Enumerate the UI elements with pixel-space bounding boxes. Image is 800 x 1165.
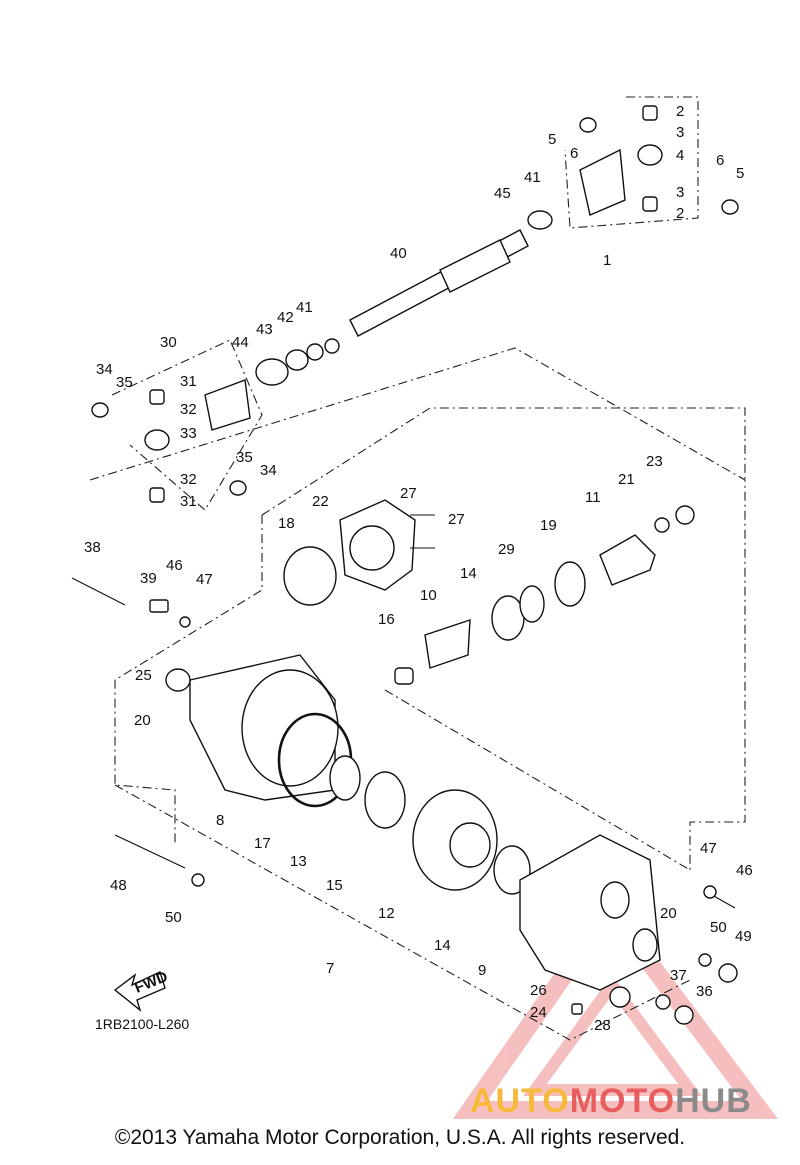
callout-number: 40 — [390, 245, 407, 262]
callout-number: 41 — [524, 169, 541, 186]
ring-gear-12 — [412, 789, 498, 891]
callout-number: 34 — [260, 462, 277, 479]
callout-number: 22 — [312, 493, 329, 510]
callout-number: 20 — [134, 712, 151, 729]
callout-number: 19 — [540, 517, 557, 534]
callout-number: 27 — [448, 511, 465, 528]
callout-number: 49 — [735, 928, 752, 945]
watermark-logo: AUTOMOTOHUB — [470, 1082, 752, 1121]
callout-number: 3 — [676, 184, 684, 201]
callout-number: 39 — [140, 570, 157, 587]
callout-number: 26 — [530, 982, 547, 999]
callout-number: 11 — [585, 489, 601, 506]
callout-number: 8 — [216, 812, 224, 829]
drive-shaft — [255, 210, 553, 386]
callout-number: 36 — [696, 983, 713, 1000]
callout-number: 42 — [277, 309, 294, 326]
callout-number: 14 — [460, 565, 477, 582]
callout-number: 32 — [180, 471, 197, 488]
callout-number: 18 — [278, 515, 295, 532]
callout-number: 43 — [256, 321, 273, 338]
callout-number: 15 — [326, 877, 343, 894]
callout-number: 48 — [110, 877, 127, 894]
callout-number: 46 — [736, 862, 753, 879]
callout-number: 37 — [670, 967, 687, 984]
watermark-auto: AUTO — [470, 1082, 570, 1120]
callout-labels: 1 2 3 4 5 6 2 3 5 6 41 45 40 41 42 43 44… — [84, 103, 753, 1034]
gear-case-9 — [519, 834, 661, 991]
callout-number: 30 — [160, 334, 177, 351]
bolts-and-fasteners — [71, 577, 738, 1025]
callout-number: 20 — [660, 905, 677, 922]
group-outlines — [89, 96, 746, 1041]
o-ring-18 — [283, 546, 337, 606]
callout-number: 6 — [570, 145, 578, 162]
callout-number: 2 — [676, 103, 684, 120]
callout-number: 45 — [494, 185, 511, 202]
universal-joint-left — [91, 379, 251, 503]
callout-number: 17 — [254, 835, 271, 852]
callout-number: 7 — [326, 960, 334, 977]
bearing-15 — [364, 771, 406, 829]
copyright-footer: ©2013 Yamaha Motor Corporation, U.S.A. A… — [114, 1126, 686, 1149]
watermark-moto: MOTO — [569, 1082, 676, 1120]
fwd-arrow-icon: FWD — [113, 968, 170, 1012]
callout-number: 31 — [180, 373, 197, 390]
callout-number: 34 — [96, 361, 113, 378]
shim-13 — [329, 755, 361, 801]
gear-case-8 — [165, 654, 339, 801]
pinion-parts — [394, 505, 695, 685]
callout-number: 4 — [676, 147, 684, 164]
callout-number: 6 — [716, 152, 724, 169]
callout-number: 32 — [180, 401, 197, 418]
callout-number: 3 — [676, 124, 684, 141]
callout-number: 5 — [736, 165, 744, 182]
bearing-housing-22 — [339, 499, 435, 591]
callout-number: 46 — [166, 557, 183, 574]
callout-number: 21 — [618, 471, 635, 488]
callout-number: 50 — [165, 909, 182, 926]
callout-number: 41 — [296, 299, 313, 316]
part-code: 1RB2100-L260 — [95, 1016, 190, 1032]
callout-number: 9 — [478, 962, 486, 979]
callout-number: 47 — [700, 840, 717, 857]
watermark-hub: HUB — [675, 1082, 752, 1120]
callout-number: 24 — [530, 1004, 547, 1021]
callout-number: 2 — [676, 205, 684, 222]
callout-number: 35 — [116, 374, 133, 391]
callout-number: 29 — [498, 541, 515, 558]
callout-number: 10 — [420, 587, 437, 604]
callout-number: 14 — [434, 937, 451, 954]
callout-number: 35 — [236, 449, 253, 466]
callout-number: 13 — [290, 853, 307, 870]
universal-joint-top — [579, 105, 739, 216]
callout-number: 44 — [232, 334, 249, 351]
callout-number: 38 — [84, 539, 101, 556]
callout-number: 28 — [594, 1017, 611, 1034]
callout-number: 31 — [180, 493, 197, 510]
callout-number: 23 — [646, 453, 663, 470]
callout-number: 12 — [378, 905, 395, 922]
callout-number: 27 — [400, 485, 417, 502]
callout-number: 1 — [603, 252, 611, 269]
callout-number: 47 — [196, 571, 213, 588]
callout-number: 25 — [135, 667, 152, 684]
callout-number: 5 — [548, 131, 556, 148]
callout-number: 16 — [378, 611, 395, 628]
callout-number: 33 — [180, 425, 197, 442]
callout-number: 50 — [710, 919, 727, 936]
